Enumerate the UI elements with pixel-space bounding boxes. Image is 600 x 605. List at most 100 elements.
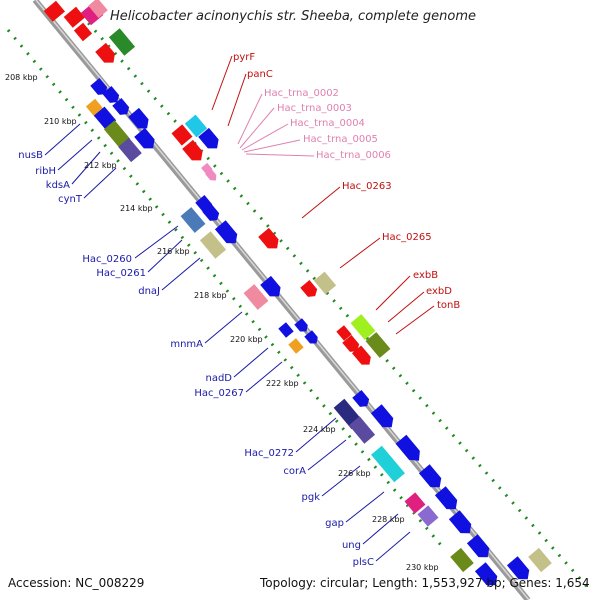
- gene-feature[interactable]: [352, 390, 371, 410]
- tick-label: 218 kbp: [194, 291, 227, 300]
- gene-label-exbd[interactable]: exbD: [426, 286, 452, 297]
- gene-feature[interactable]: [260, 275, 284, 301]
- gene-feature[interactable]: [88, 0, 108, 18]
- trna-label[interactable]: Hac_trna_0005: [303, 134, 378, 145]
- gene-label-pgk[interactable]: pgk: [302, 492, 321, 503]
- trna-label[interactable]: Hac_trna_0006: [316, 150, 391, 161]
- gene-label-pyrf[interactable]: pyrF: [233, 52, 255, 63]
- gene-feature[interactable]: [112, 98, 131, 118]
- gene-feature[interactable]: [528, 547, 552, 573]
- gene-feature[interactable]: [350, 314, 376, 340]
- gene-feature[interactable]: [300, 280, 319, 300]
- gene-feature[interactable]: [450, 547, 474, 573]
- gene-feature[interactable]: [348, 416, 376, 444]
- gene-feature[interactable]: [102, 86, 121, 106]
- map-title: Helicobacter acinonychis str. Sheeba, co…: [110, 9, 477, 24]
- gene-label-hac-0263[interactable]: Hac_0263: [342, 181, 392, 192]
- gene-label-hac-0267[interactable]: Hac_0267: [194, 388, 244, 399]
- gene-feature[interactable]: [43, 0, 65, 22]
- gene-feature[interactable]: [118, 137, 142, 163]
- gene-feature[interactable]: [243, 284, 269, 310]
- gene-feature[interactable]: [180, 207, 206, 233]
- gene-label-hac-0272[interactable]: Hac_0272: [244, 448, 294, 459]
- gene-feature[interactable]: [288, 338, 304, 354]
- gene-label-panc[interactable]: panC: [247, 69, 273, 80]
- gene-feature[interactable]: [351, 345, 374, 368]
- left-gene-labels: nusB ribH kdsA cynT Hac_0260 Hac_0261 dn…: [18, 150, 374, 568]
- gene-feature[interactable]: [258, 227, 282, 253]
- gene-feature[interactable]: [336, 325, 352, 341]
- tick-label: 212 kbp: [84, 161, 117, 170]
- gene-label-gap[interactable]: gap: [325, 518, 344, 529]
- trna-leader-lines: [237, 93, 315, 157]
- gene-feature[interactable]: [294, 318, 310, 334]
- gene-feature[interactable]: [198, 127, 222, 153]
- gene-feature[interactable]: [184, 114, 208, 138]
- tick-label: 210 kbp: [44, 117, 77, 126]
- trna-label[interactable]: Hac_trna_0003: [277, 103, 352, 114]
- gene-feature[interactable]: [278, 322, 294, 338]
- gene-feature[interactable]: [128, 107, 152, 133]
- gene-feature[interactable]: [434, 486, 461, 513]
- gene-label-hac-0260[interactable]: Hac_0260: [82, 254, 132, 265]
- gene-label-mnma[interactable]: mnmA: [170, 339, 203, 350]
- gene-feature[interactable]: [63, 6, 85, 28]
- tick-label: 224 kbp: [303, 425, 336, 434]
- gene-feature[interactable]: [474, 562, 501, 589]
- gene-label-nusB[interactable]: nusB: [18, 150, 43, 161]
- gene-feature[interactable]: [90, 78, 109, 98]
- gene-label-ung[interactable]: ung: [342, 540, 361, 551]
- gene-label-dnaj[interactable]: dnaJ: [138, 286, 160, 297]
- gene-feature[interactable]: [182, 139, 206, 165]
- gene-feature[interactable]: [205, 168, 219, 183]
- tick-label: 208 kbp: [5, 73, 38, 82]
- gene-feature[interactable]: [417, 505, 439, 527]
- gene-feature[interactable]: [199, 231, 227, 259]
- gene-feature[interactable]: [304, 330, 320, 346]
- gene-feature[interactable]: [506, 556, 533, 583]
- gene-label-nadd[interactable]: nadD: [205, 373, 232, 384]
- tick-label: 228 kbp: [372, 515, 405, 524]
- gene-label-exbb[interactable]: exbB: [413, 270, 438, 281]
- gene-feature[interactable]: [93, 106, 117, 130]
- gene-feature[interactable]: [313, 271, 337, 295]
- gene-label-cora[interactable]: corA: [283, 466, 306, 477]
- gene-label-tonb[interactable]: tonB: [437, 300, 460, 311]
- dotted-guide-outer: [6, 29, 447, 551]
- gene-feature[interactable]: [418, 464, 445, 491]
- right-leader-lines: [211, 55, 435, 335]
- gene-label-hac-0261[interactable]: Hac_0261: [96, 268, 146, 279]
- gene-label-cynT[interactable]: cynT: [58, 194, 83, 205]
- gene-feature[interactable]: [342, 335, 361, 355]
- gene-feature[interactable]: [73, 22, 93, 42]
- gene-feature[interactable]: [466, 534, 493, 561]
- gene-label-hac-0265[interactable]: Hac_0265: [382, 232, 432, 243]
- genes: [43, 0, 552, 589]
- gene-feature[interactable]: [395, 434, 425, 465]
- tick-label: 216 kbp: [157, 247, 190, 256]
- tick-label: 222 kbp: [266, 379, 299, 388]
- gene-feature[interactable]: [214, 220, 241, 247]
- tick-labels: 208 kbp 210 kbp 212 kbp 214 kbp 216 kbp …: [5, 73, 439, 572]
- gene-label-plsc[interactable]: plsC: [353, 557, 374, 568]
- trna-label[interactable]: Hac_trna_0002: [264, 88, 339, 99]
- gene-feature[interactable]: [171, 124, 193, 146]
- gene-label-ribH[interactable]: ribH: [35, 166, 56, 177]
- gene-feature[interactable]: [371, 445, 405, 483]
- gene-feature[interactable]: [108, 28, 136, 56]
- tick-label: 214 kbp: [120, 204, 153, 213]
- trna-labels: Hac_trna_0002 Hac_trna_0003 Hac_trna_000…: [264, 88, 391, 161]
- gene-label-kdsA[interactable]: kdsA: [46, 180, 70, 191]
- tick-label: 220 kbp: [230, 335, 263, 344]
- gene-feature[interactable]: [95, 42, 119, 67]
- gene-feature[interactable]: [103, 120, 131, 148]
- gene-feature[interactable]: [370, 404, 397, 431]
- gene-feature[interactable]: [448, 510, 475, 537]
- gene-feature[interactable]: [134, 127, 158, 153]
- gene-feature[interactable]: [404, 492, 426, 514]
- trna-label[interactable]: Hac_trna_0004: [290, 118, 365, 129]
- tick-label: 226 kbp: [338, 469, 371, 478]
- gene-feature[interactable]: [202, 204, 221, 224]
- gene-feature[interactable]: [365, 332, 391, 358]
